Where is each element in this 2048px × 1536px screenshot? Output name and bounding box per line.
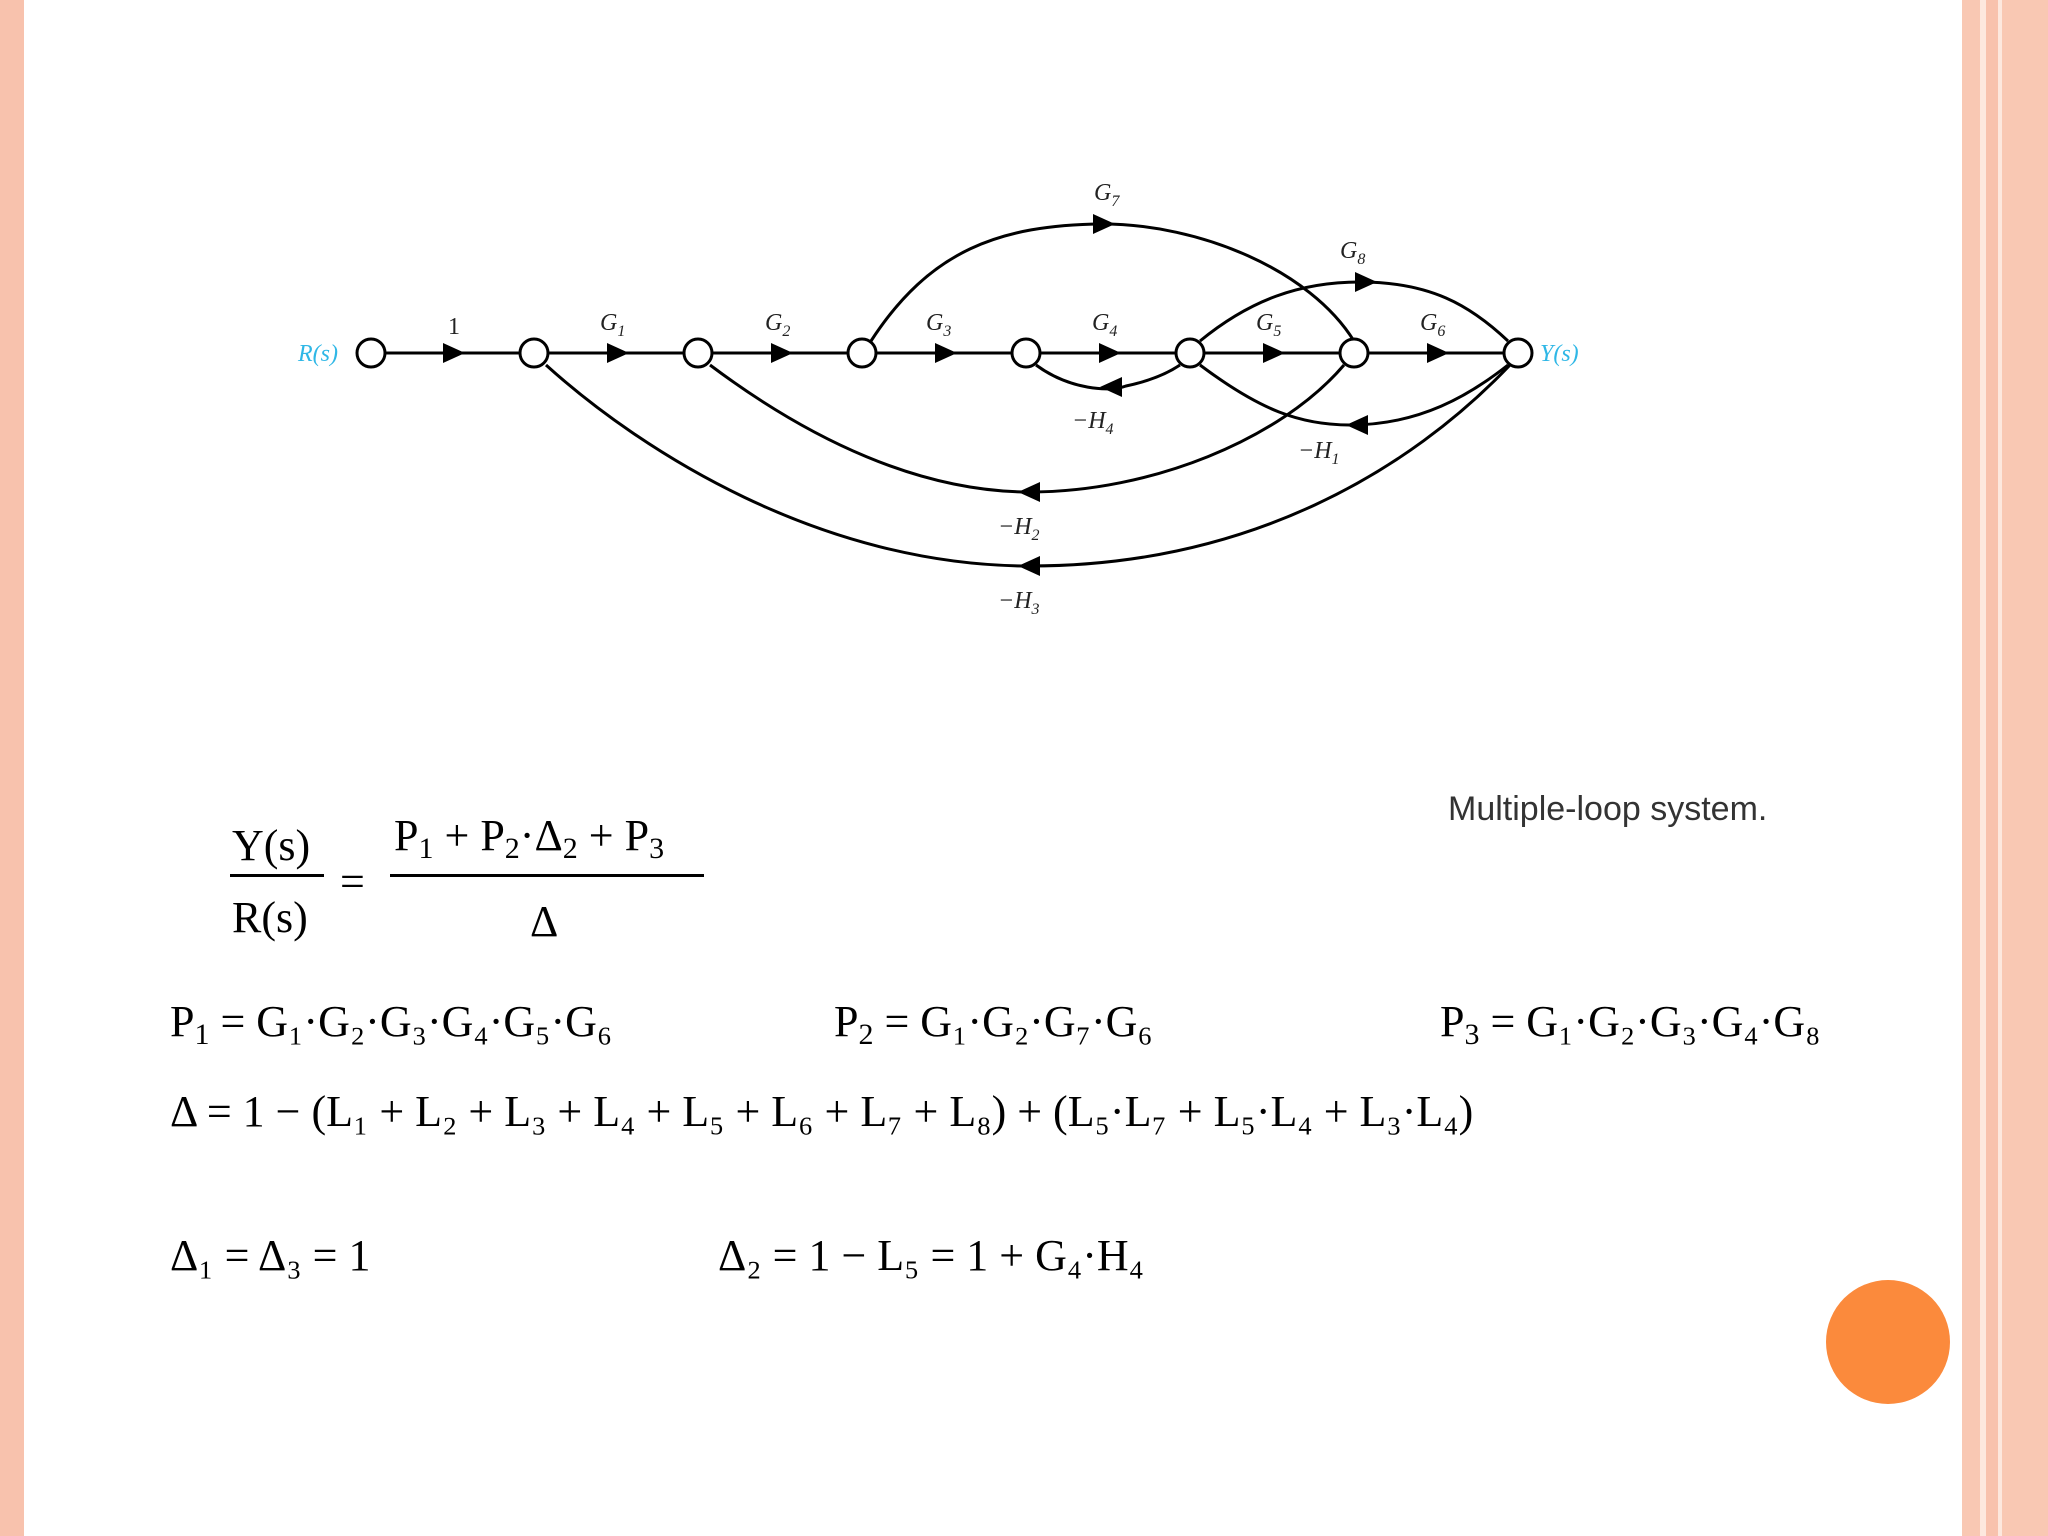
forward-arrowheads (443, 343, 1449, 363)
node-3 (682, 337, 714, 369)
arrow-1 (443, 343, 465, 363)
nodes (355, 337, 1534, 369)
node-2 (518, 337, 550, 369)
g8-label: G8 (1340, 238, 1365, 268)
output-label: Y(s) (1540, 341, 1579, 367)
branch-h1 (1199, 363, 1509, 427)
branch-1-label: 1 (448, 314, 460, 340)
branch-h2 (709, 363, 1346, 494)
g4-label: G4 (1092, 310, 1117, 340)
p1-equation: P1 = G₁·G₂·G₃·G₄·G₅·G₆ (170, 997, 613, 1051)
tf-denominator-rs: R(s) (232, 893, 308, 942)
right-frame-gap-2 (1998, 0, 2002, 1536)
h2-label: −H2 (998, 514, 1040, 544)
arrow-g8 (1355, 272, 1377, 292)
branch-h4 (1035, 363, 1181, 391)
arrow-g2 (771, 343, 793, 363)
g6-label: G6 (1420, 310, 1445, 340)
right-frame-gap (1980, 0, 1986, 1536)
arrow-g5 (1263, 343, 1285, 363)
p3-equation: P3 = G₁·G₂·G₃·G₄·G₈ (1440, 997, 1821, 1051)
tf-fraction-bar-right (390, 874, 704, 877)
h4-label: −H4 (1072, 408, 1114, 438)
delta2-equation: Δ₂ = 1 − L₅ = 1 + G₄·H₄ (718, 1231, 1144, 1280)
g7-label: G7 (1094, 180, 1120, 210)
node-input (355, 337, 387, 369)
arrow-h3 (1018, 556, 1040, 576)
input-label: R(s) (297, 341, 338, 367)
right-frame-border (1962, 0, 1980, 1536)
branch-g8 (1199, 280, 1510, 343)
delta13-equation: Δ₁ = Δ₃ = 1 (170, 1231, 371, 1280)
arrow-h2 (1018, 482, 1040, 502)
node-4 (846, 337, 878, 369)
diagram-caption: Multiple-loop system. (1448, 790, 1768, 828)
tf-rhs-numerator: P1 + P2·Δ2 + P3 (394, 811, 665, 865)
arrow-g6 (1427, 343, 1449, 363)
tf-rhs-denominator: Δ (530, 897, 559, 946)
arrow-g4 (1099, 343, 1121, 363)
tf-numerator-ys: Y(s) (232, 821, 311, 870)
node-output (1502, 337, 1534, 369)
node-7 (1338, 337, 1370, 369)
arrow-h1 (1346, 415, 1368, 435)
left-frame-border (0, 0, 24, 1536)
tf-equals: = (340, 857, 365, 906)
g2-label: G2 (765, 310, 790, 340)
g5-label: G5 (1256, 310, 1281, 340)
feedback-arrowheads (1018, 214, 1377, 576)
arrow-h4 (1100, 377, 1122, 397)
arrow-g7 (1093, 214, 1115, 234)
h3-label: −H3 (998, 588, 1040, 618)
right-frame-border-inner (1986, 0, 1998, 1536)
p2-equation: P2 = G₁·G₂·G₇·G₆ (834, 997, 1153, 1051)
h1-label: −H1 (1298, 438, 1340, 468)
decorative-orange-circle (1826, 1280, 1950, 1404)
tf-fraction-bar-left (230, 874, 324, 877)
node-5 (1010, 337, 1042, 369)
node-6 (1174, 337, 1206, 369)
g1-label: G1 (600, 310, 625, 340)
arrow-g1 (607, 343, 629, 363)
arrow-g3 (935, 343, 957, 363)
g3-label: G3 (926, 310, 951, 340)
right-frame-border-outer (2002, 0, 2048, 1536)
delta-equation: Δ = 1 − (L₁ + L₂ + L₃ + L₄ + L₅ + L₆ + L… (170, 1087, 1474, 1136)
